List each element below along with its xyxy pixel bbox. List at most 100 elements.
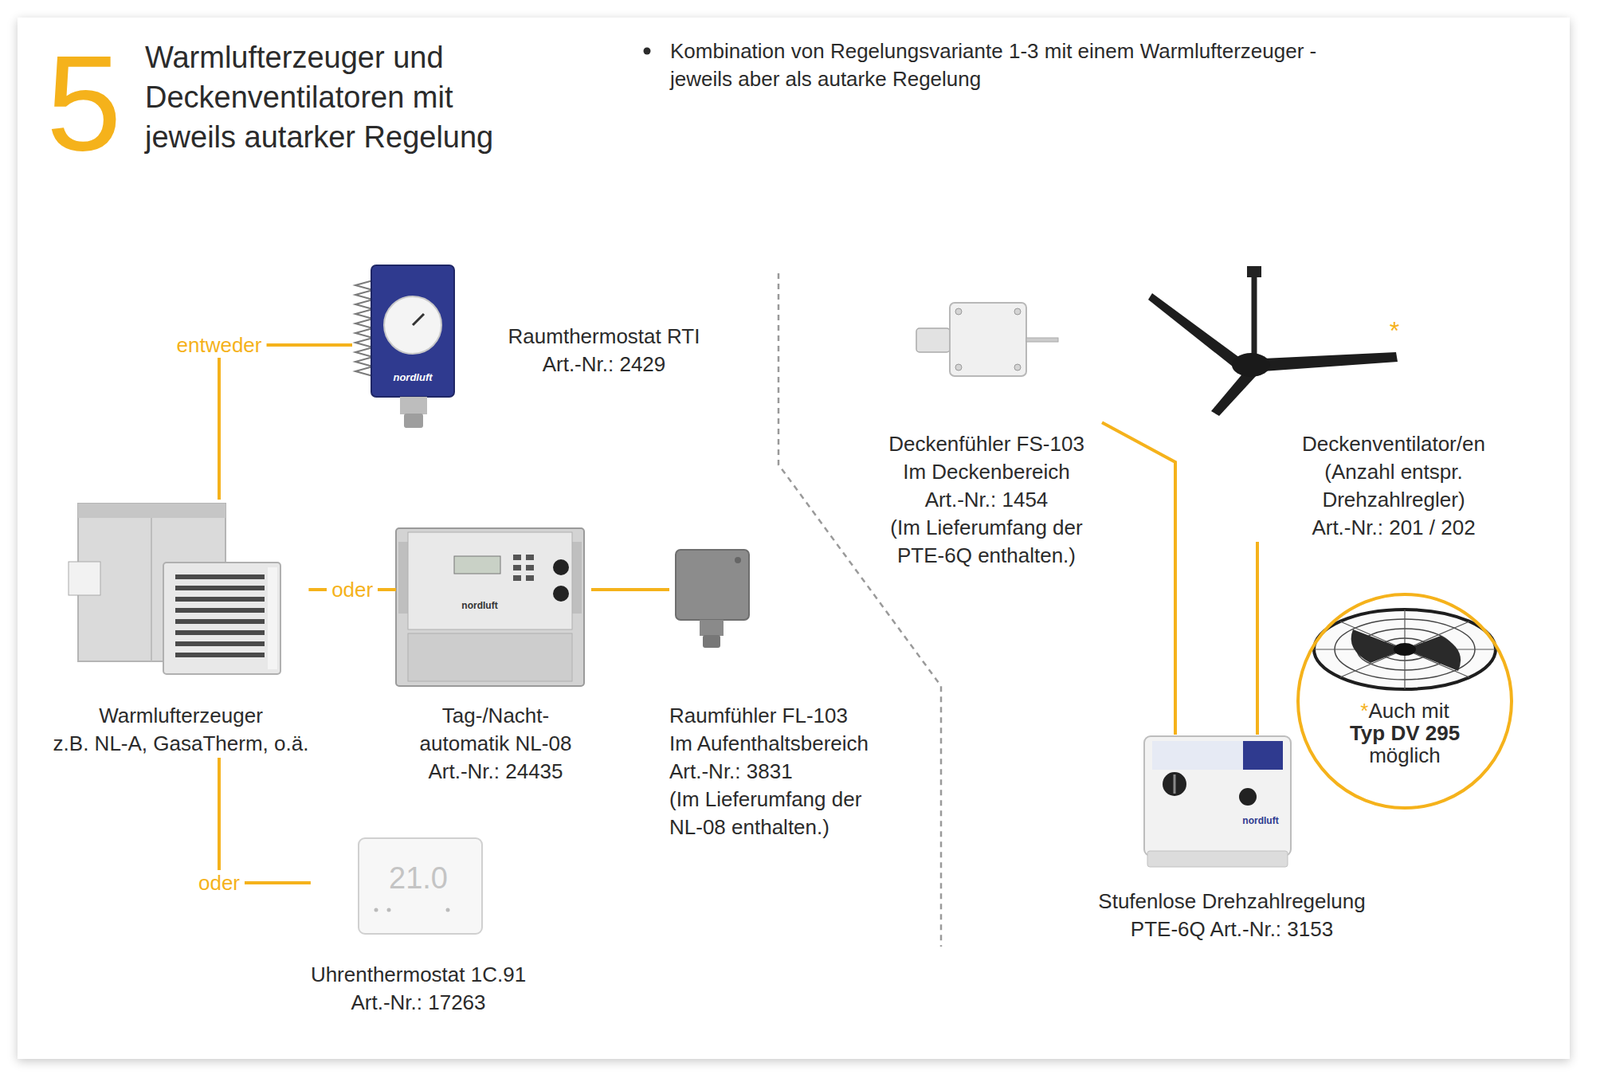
- top-panel: [1152, 741, 1283, 770]
- note-text: Kombination von Regelungsvariante 1-3 mi…: [670, 37, 1356, 94]
- caption-text: Raumthermostat RTI: [508, 324, 701, 349]
- control-knob: [1162, 772, 1187, 797]
- caption-line: Im Deckenbereich: [870, 458, 1102, 487]
- grille-spoke: [1340, 621, 1470, 678]
- control-knob: [552, 585, 569, 602]
- caption-text: Uhrenthermostat 1C.91: [310, 962, 526, 987]
- fan-hub: [1231, 352, 1271, 377]
- thermostat-body: [371, 265, 455, 397]
- caption-block: Warmlufterzeuger z.B. NL-A, GasaTherm, o.…: [53, 701, 310, 758]
- grille-spoke: [1340, 621, 1470, 678]
- caption-block: Raumfühler FL-103Im AufenthaltsbereichAr…: [669, 701, 885, 842]
- louver: [175, 641, 265, 647]
- controller-base: [1147, 850, 1288, 867]
- cabinet-top: [78, 503, 226, 518]
- connector-label: oder: [193, 870, 245, 896]
- caption-line: Art.-Nr.: 1454: [870, 486, 1102, 514]
- grille-spokes: [1313, 609, 1496, 690]
- device-node: Tag-/Nacht- automatik NL-08Art.-Nr.: 244…: [396, 528, 592, 786]
- screw: [734, 556, 742, 564]
- cable-gland-nut: [403, 413, 424, 428]
- controller-housing: [396, 528, 585, 687]
- brand-logo: nordluft: [392, 371, 432, 385]
- caption-line: Stufenlose Drehzahlregelung: [1098, 887, 1365, 916]
- cabinet-seam: [150, 517, 153, 662]
- caption-text: Auch mit: [1368, 698, 1449, 723]
- button: [525, 575, 534, 581]
- caption-text: Im Deckenbereich: [902, 459, 1071, 484]
- caption-block: Stufenlose DrehzahlregelungPTE-6Q Art.-N…: [1098, 887, 1365, 944]
- display-reading: 21.0: [388, 859, 448, 897]
- fan-rod: [1251, 270, 1258, 357]
- device-node: Stufenlose DrehzahlregelungPTE-6Q Art.-N…: [1098, 734, 1365, 944]
- caption-line: Art.-Nr.: 24435: [400, 757, 592, 786]
- louver: [175, 630, 265, 636]
- caption-text: Deckenventilator/en: [1301, 431, 1486, 456]
- caption-text: Warmlufterzeuger: [98, 703, 263, 728]
- diagram-title: Warmlufterzeuger und Deckenventilatoren …: [145, 37, 520, 157]
- brand-logo: nordluft: [461, 600, 498, 612]
- caption-block: Deckenventilator/en (Anzahl entspr. Drehz…: [1301, 430, 1486, 542]
- button: [513, 564, 522, 571]
- footnote-marker: *: [1389, 315, 1400, 346]
- fan-dv295: [1313, 609, 1496, 690]
- fan-blade: [1148, 293, 1244, 370]
- caption-line: (Im Lieferumfang der NL-08 enthalten.): [669, 785, 885, 842]
- caption-block: Uhrenthermostat 1C.91Art.-Nr.: 17263: [310, 960, 526, 1017]
- brand-logo: nordluft: [1242, 815, 1279, 827]
- caption-line: Art.-Nr.: 2429: [508, 350, 701, 379]
- indicator-dot: [446, 908, 451, 913]
- device-node: Warmlufterzeuger z.B. NL-A, GasaTherm, o.…: [53, 499, 310, 758]
- connector-line: [591, 588, 670, 592]
- button: [513, 575, 522, 581]
- caption-line: Raumfühler FL-103: [669, 701, 885, 730]
- ceiling-fan: [1148, 266, 1398, 416]
- room-sensor: [675, 549, 750, 648]
- device-node: Deckenfühler FS-103Im DeckenbereichArt.-…: [870, 301, 1102, 570]
- louver: [175, 574, 265, 580]
- variant-number: 5: [46, 35, 122, 171]
- lcd-display: [454, 556, 501, 574]
- control-knob: [1239, 788, 1257, 806]
- louver: [175, 585, 265, 591]
- cable-gland: [916, 328, 950, 353]
- blue-strip: [1243, 741, 1283, 770]
- room-thermostat: [355, 265, 455, 428]
- louver: [175, 652, 265, 658]
- fan-hub: [1393, 643, 1416, 656]
- callout-circle: *Auch mitTyp DV 295möglich: [1295, 592, 1514, 811]
- caption-block: Tag-/Nacht- automatik NL-08Art.-Nr.: 244…: [400, 701, 592, 786]
- thermostat-face: [358, 838, 483, 934]
- caption-block: Raumthermostat RTIArt.-Nr.: 2429: [508, 322, 701, 379]
- controller-housing: [1144, 736, 1291, 856]
- caption-text: Art.-Nr.: 17263: [350, 990, 486, 1015]
- caption-block: *Auch mitTyp DV 295möglich: [1349, 699, 1460, 767]
- connector-line: [1101, 422, 1176, 735]
- connector-label: oder: [326, 576, 378, 603]
- heater-louvers: [175, 576, 265, 655]
- caption-line: Tag-/Nacht- automatik NL-08: [400, 701, 592, 758]
- device-node: Deckenventilator/en (Anzahl entspr. Drehz…: [1148, 266, 1486, 542]
- sensor-housing: [675, 549, 750, 620]
- caption-line: *Auch mit: [1349, 699, 1460, 722]
- caption-line: Art.-Nr.: 3831: [669, 757, 885, 786]
- fan-blade: [1262, 352, 1398, 372]
- caption-line: (Anzahl entspr. Drehzahlregler): [1301, 458, 1486, 514]
- caption-text: (Im Lieferumfang der PTE-6Q enthalten.): [890, 515, 1083, 568]
- caption-line: Art.-Nr.: 17263: [310, 988, 526, 1017]
- knob-marker: [1173, 774, 1177, 794]
- speed-controller: [1144, 736, 1291, 867]
- caption-text: z.B. NL-A, GasaTherm, o.ä.: [53, 731, 310, 756]
- cable-gland-nut: [702, 635, 721, 648]
- caption-text: (Anzahl entspr. Drehzahlregler): [1321, 459, 1465, 512]
- caption-block: Deckenfühler FS-103Im DeckenbereichArt.-…: [870, 430, 1102, 570]
- caption-line: z.B. NL-A, GasaTherm, o.ä.: [53, 729, 310, 758]
- screw: [1014, 308, 1021, 315]
- sensor-probe: [1026, 337, 1059, 342]
- sensor-housing: [949, 302, 1027, 377]
- side-panel: [267, 567, 278, 670]
- housing-bracket: [398, 541, 408, 614]
